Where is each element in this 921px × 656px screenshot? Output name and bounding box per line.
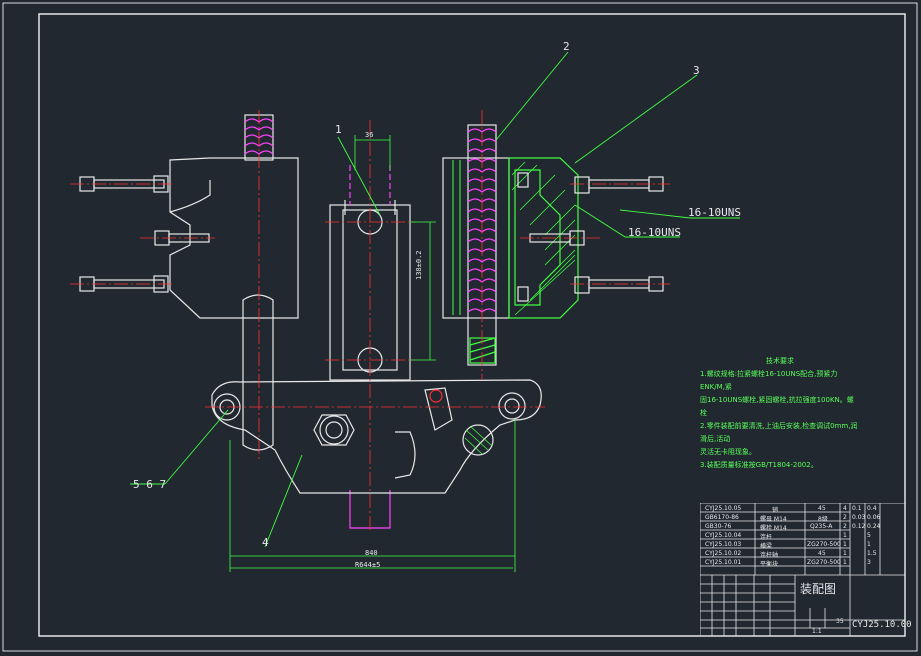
part-row-name: 连杆 [760,534,773,541]
right-clamp-view [442,124,664,366]
part-row-a: 0.03 [852,514,866,521]
part-row-qty: 4 [843,505,847,512]
part-row-name: 平衡块 [760,561,779,568]
part-row-b: 0.06 [867,514,881,521]
part-row-material: 45 [818,550,826,557]
part-row-code: GB6170-86 [705,514,739,521]
part-row-b: 0.24 [867,523,881,530]
dimension-864: R644±5 [355,561,381,569]
dimension-840: 840 [365,549,378,557]
left-bracket-view [79,114,299,451]
part-row-qty: 1 [843,550,847,557]
notes-line: 固16-10UNS螺栓,紧固螺栓,抗拉强度100KN。螺栓 [700,396,854,417]
scale-value: 1:1 [812,628,822,635]
part-row-material: ZG270-500 [807,559,841,566]
callout-2: 2 [563,40,570,53]
part-row-qty: 1 [843,559,847,566]
part-row-code: GB30-76 [705,523,732,530]
part-row-name: 销 [772,507,779,514]
notes-line: 2.零件装配前要清洗,上油后安装,检查调试0mm,润滑后,活动 [700,422,858,443]
centerlines [70,110,670,530]
thread-label-1: 16-10UNS [688,206,741,219]
part-row-a: 0.12 [852,523,866,530]
part-row-name: 螺母 M14 [760,516,787,523]
thread-label-2: 16-10UNS [628,226,681,239]
part-row-qty: 2 [843,514,847,521]
notes-line: 3.装配质量标准按GB/T1804-2002。 [700,461,818,469]
part-row-material: 8级 [818,516,828,523]
sheet-value: 35 [836,618,844,625]
dimension-36: 36 [365,131,374,139]
part-row-code: CYJ25.10.01 [705,559,742,566]
part-row-material: Q235-A [810,523,833,530]
part-row-b: 1 [867,541,871,548]
part-row-name: 螺栓 M14 [760,525,787,532]
notes-line: 1.螺纹规格:拉紧螺栓16-10UNS配合,预紧力ENK/M,紧 [700,370,838,391]
part-row-b: 1.5 [867,550,877,557]
notes-line: 灵活无卡阻现象。 [700,448,756,456]
part-row-material: 45 [818,505,826,512]
part-row-a: 0.1 [852,505,862,512]
title-block [700,503,905,636]
callout-5-6-7: 5 6 7 [133,478,167,491]
part-row-b: 5 [867,532,871,539]
notes-title: 技术要求 [766,357,794,365]
callout-1: 1 [335,123,342,136]
part-row-b: 3 [867,559,871,566]
part-row-qty: 1 [843,541,847,548]
leader-lines [130,51,740,548]
part-row-code: CYJ25.10.03 [705,541,742,548]
dimension-lines [229,135,516,572]
inner-border [38,13,906,637]
callout-4: 4 [262,536,269,549]
part-row-code: CYJ25.10.02 [705,550,742,557]
part-row-qty: 1 [843,532,847,539]
part-row-code: CYJ25.10.05 [705,505,742,512]
drawing-title: 装配图 [800,582,837,596]
part-row-material: ZG270-500 [807,541,841,548]
part-row-code: CYJ25.10.04 [705,532,742,539]
dimension-138: 138±0.2 [415,250,423,280]
technical-notes: 技术要求 1.螺纹规格:拉紧螺栓16-10UNS配合,预紧力ENK/M,紧 固1… [700,355,860,472]
part-row-name: 连杆轴 [760,552,779,559]
part-row-name: 横梁 [760,543,773,550]
callout-3: 3 [693,64,700,77]
part-row-b: 0.4 [867,505,877,512]
part-row-qty: 2 [843,523,847,530]
beam-view [211,379,542,494]
drawing-number: CYJ25.10.00 [852,620,912,630]
